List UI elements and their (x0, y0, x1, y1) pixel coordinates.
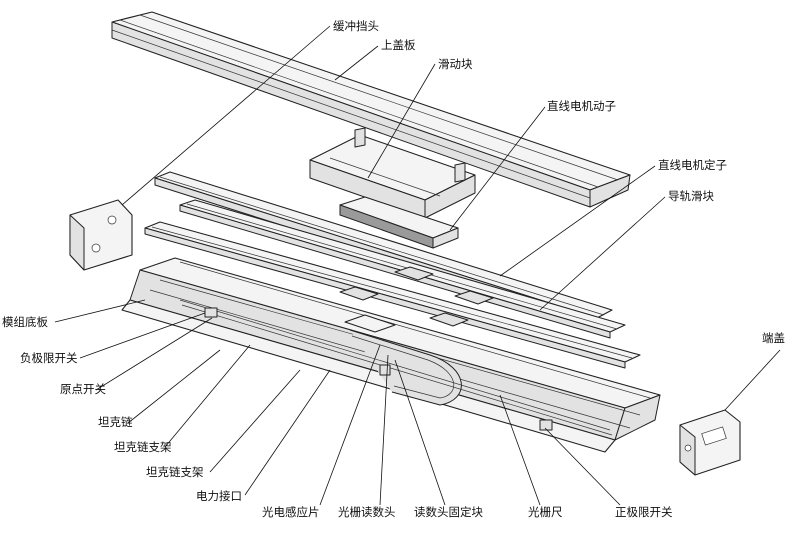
end-cap (679, 409, 741, 476)
label-photo-sensor: 光电感应片 (262, 505, 320, 519)
label-grating-scale: 光栅尺 (528, 505, 563, 519)
top-cover-plate (111, 11, 631, 208)
leader-lines (54, 25, 781, 506)
label-motor-mover: 直线电机动子 (547, 99, 616, 113)
label-base-plate: 模组底板 (2, 315, 48, 329)
grating-scale (179, 299, 613, 436)
label-neg-limit: 负极限开关 (20, 351, 78, 365)
label-power-port: 电力接口 (196, 489, 242, 503)
label-tank-bracket-2: 坦克链支架 (146, 465, 204, 479)
label-tank-chain: 坦克链 (98, 415, 133, 429)
buffer-stop (69, 199, 133, 271)
label-home-switch: 原点开关 (60, 382, 106, 396)
label-motor-stator: 直线电机定子 (658, 158, 727, 172)
label-top-cover: 上盖板 (381, 38, 416, 52)
callout-labels: 缓冲挡头 上盖板 滑动块 直线电机动子 直线电机定子 导轨滑块 端盖 模组底板 … (2, 19, 785, 519)
limit-switches (204, 307, 553, 431)
guide-rail-lower (144, 221, 641, 369)
label-reader-mount: 读数头固定块 (414, 505, 483, 519)
label-slider: 滑动块 (438, 57, 473, 71)
motor-mover (339, 196, 459, 249)
label-guide-block: 导轨滑块 (668, 189, 714, 203)
guide-blocks (339, 266, 494, 327)
label-pos-limit: 正极限开关 (615, 505, 673, 519)
label-tank-bracket-1: 坦克链支架 (114, 440, 172, 454)
label-grating-reader: 光栅读数头 (338, 505, 396, 519)
label-buffer-stop: 缓冲挡头 (333, 19, 379, 33)
label-end-cap: 端盖 (762, 331, 785, 345)
